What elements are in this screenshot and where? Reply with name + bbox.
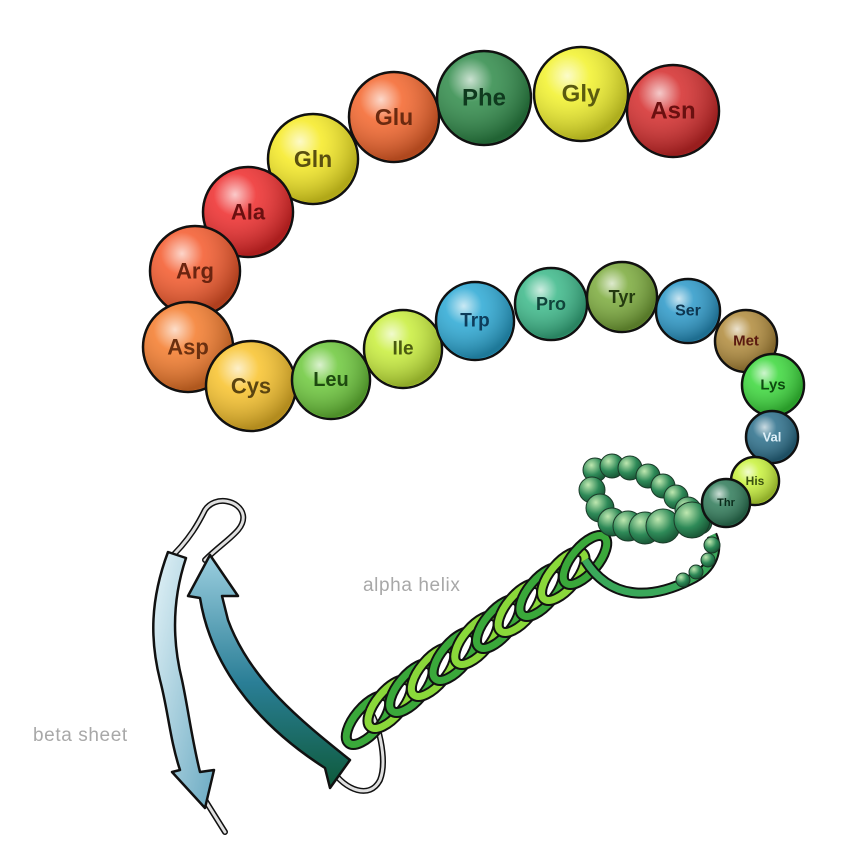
residue-label: Gln <box>294 146 332 172</box>
residue-label: Thr <box>717 497 735 509</box>
residue-trp: Trp <box>434 280 516 362</box>
residue-lys: Lys <box>740 352 806 418</box>
loop-tail-inner <box>203 798 227 834</box>
beta-sheet-caption: beta sheet <box>33 725 128 746</box>
residue-gly: Gly <box>532 45 630 143</box>
residue-shine <box>293 342 369 418</box>
residue-label: Arg <box>176 259 214 284</box>
residue-shine <box>269 115 357 203</box>
residue-val: Val <box>744 409 800 465</box>
residue-shine <box>204 168 292 256</box>
residue-thr: Thr <box>700 477 752 529</box>
residue-shine <box>747 412 797 462</box>
residue-cys: Cys <box>204 339 298 433</box>
residue-shine <box>628 66 718 156</box>
residue-label: Lys <box>760 377 785 394</box>
connector-bead <box>700 552 716 568</box>
residue-label: Ser <box>675 303 701 320</box>
beta-sheet <box>152 550 352 810</box>
residue-pro: Pro <box>513 266 589 342</box>
residue-label: Trp <box>460 311 490 332</box>
residue-shine <box>588 263 656 331</box>
loop-segments <box>165 498 386 835</box>
residue-shine <box>535 48 627 140</box>
residue-ile: Ile <box>362 308 444 390</box>
residue-label: Phe <box>462 85 506 112</box>
residue-ala: Ala <box>201 165 295 259</box>
connector-bead <box>675 572 691 588</box>
connector-bead <box>703 536 721 554</box>
residue-shine <box>657 280 719 342</box>
residue-shine <box>437 283 513 359</box>
residue-shine <box>438 52 530 144</box>
residue-phe: Phe <box>435 49 533 147</box>
residue-shine <box>365 311 441 387</box>
residue-shine <box>207 342 295 430</box>
residue-label: Glu <box>375 104 413 130</box>
residue-label: Met <box>733 333 759 350</box>
residue-shine <box>516 269 586 339</box>
residue-label: Ile <box>392 339 413 360</box>
residue-asn: Asn <box>625 63 721 159</box>
alpha-helix-caption: alpha helix <box>363 575 460 596</box>
residue-label: Val <box>763 430 782 445</box>
residue-label: Pro <box>536 294 566 314</box>
residue-ser: Ser <box>654 277 722 345</box>
residue-shine <box>703 480 749 526</box>
residue-label: Asp <box>167 335 209 360</box>
residue-label: Gly <box>562 81 601 108</box>
residue-tyr: Tyr <box>585 260 659 334</box>
residue-shine <box>743 355 803 415</box>
residue-leu: Leu <box>290 339 372 421</box>
residue-shine <box>350 73 438 161</box>
loop-top-inner <box>166 499 245 562</box>
connector-bead <box>688 564 704 580</box>
residue-label: Ala <box>231 200 266 225</box>
alpha-helix <box>340 530 721 750</box>
residue-label: His <box>746 474 765 488</box>
residue-gln: Gln <box>266 112 360 206</box>
residue-label: Asn <box>650 98 695 125</box>
connector-beads <box>578 453 721 588</box>
residue-label: Leu <box>313 369 349 391</box>
beta-strand-up-arrow <box>186 553 352 790</box>
beta-strand-down-arrow <box>152 550 216 810</box>
residue-label: Cys <box>231 374 271 399</box>
residue-glu: Glu <box>347 70 441 164</box>
residue-label: Tyr <box>609 287 636 307</box>
residue-shine <box>151 227 239 315</box>
